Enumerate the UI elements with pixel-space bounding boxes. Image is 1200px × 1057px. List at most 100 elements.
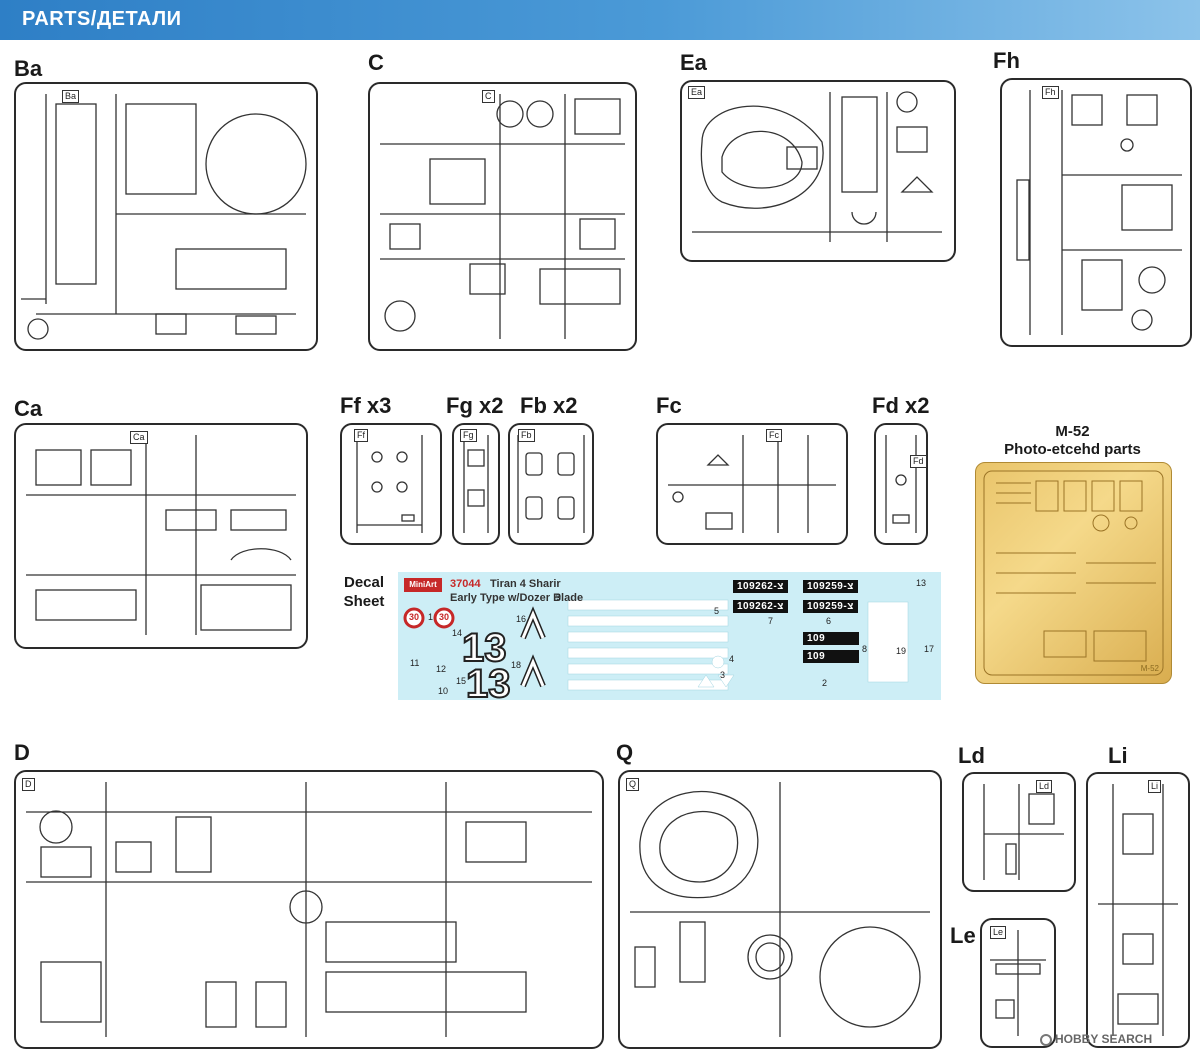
sprue-id-tag: D	[22, 778, 35, 791]
label-sprue-d: D	[14, 740, 30, 765]
label-sprue-fd: Fd x2	[872, 393, 930, 418]
watermark-logo-icon	[1040, 1034, 1052, 1046]
sprue-id-tag: Ff	[354, 429, 368, 442]
label-sprue-fc: Fc	[656, 393, 682, 418]
sprue-ld: Ld	[962, 772, 1076, 892]
watermark-text: HOBBY SEARCH	[1055, 1032, 1153, 1046]
sprue-parts-drawing	[26, 435, 296, 635]
decal-kit-number: 37044	[450, 578, 481, 590]
label-sprue-fb: Fb x2	[520, 393, 578, 418]
decal-number: 18	[511, 660, 522, 670]
decal-roundel-value: 30	[439, 612, 450, 622]
sprue-c: C	[368, 82, 637, 351]
label-sprue-ff: Ff x3	[340, 393, 392, 418]
sprue-id-tag: C	[482, 90, 495, 103]
decal-plate: 109262-צ	[733, 580, 788, 593]
decal-roundel-value: 30	[409, 612, 420, 622]
sprue-id-tag: Q	[626, 778, 640, 791]
sprue-parts-drawing	[21, 94, 307, 340]
sprue-id-tag: Li	[1148, 780, 1162, 793]
sprue-parts-drawing	[517, 435, 585, 533]
photo-etch-caption: Photo-etcehd parts	[1004, 441, 1141, 458]
sprue-ca: Ca	[14, 423, 308, 649]
decal-kit-name-line2: Early Type w/Dozer Blade	[450, 592, 584, 604]
sprue-id-tag: Fb	[518, 429, 535, 442]
photo-etch-title: M-52 Photo-etcehd parts	[975, 423, 1170, 459]
sprue-fc: Fc	[656, 423, 848, 545]
decal-number: 9	[556, 592, 562, 602]
sprue-parts-drawing	[990, 930, 1046, 1036]
decal-number: 3	[720, 670, 726, 680]
decal-markings-drawing	[403, 599, 909, 691]
sprue-parts-drawing	[983, 784, 1064, 880]
decal-sheet-label: Decal Sheet	[343, 574, 385, 610]
sprue-id-tag: Ld	[1036, 780, 1053, 793]
decal-big-number: 13	[461, 626, 507, 670]
label-sprue-li: Li	[1108, 743, 1128, 768]
photo-etch-drawing	[983, 470, 1164, 676]
decal-plate: 109259-צ	[803, 580, 858, 593]
sprue-id-tag: Ea	[688, 86, 706, 99]
label-sprue-ld: Ld	[958, 743, 985, 768]
decal-plate: 109	[803, 632, 859, 645]
sprue-id-tag: Le	[990, 926, 1007, 939]
label-sprue-fh: Fh	[993, 48, 1020, 73]
decal-number: 10	[438, 686, 449, 696]
sprue-fh: Fh	[1000, 78, 1192, 347]
decal-brand-logo: MiniArt	[404, 578, 442, 592]
sprue-id-tag: Fc	[766, 429, 782, 442]
sprue-parts-drawing	[668, 435, 836, 533]
decal-number: 5	[714, 606, 720, 616]
sprue-q: Q	[618, 770, 942, 1049]
decal-sheet: MiniArt 37044 Tiran 4 Sharir Early Type …	[398, 572, 941, 705]
sprue-ea: Ea	[680, 80, 956, 262]
label-sprue-ba: Ba	[14, 56, 43, 81]
decal-number: 17	[924, 644, 935, 654]
sprue-parts-drawing	[885, 435, 917, 533]
page-title: PARTS/ДЕТАЛИ	[22, 8, 182, 30]
photo-etch-fret: M-52	[975, 462, 1172, 684]
sprue-d: D	[14, 770, 604, 1049]
sprue-id-tag: Fd	[910, 455, 927, 468]
sprue-fg: Fg	[452, 423, 500, 545]
photo-etch-code: M-52	[1055, 423, 1090, 440]
sprue-li: Li	[1086, 772, 1190, 1048]
decal-number: 4	[729, 654, 735, 664]
decal-plate: 109259-צ	[803, 600, 858, 613]
decal-big-number: 13	[465, 662, 511, 706]
decal-number: 2	[822, 678, 828, 688]
sprue-id-tag: Ba	[62, 90, 80, 103]
decal-number: 12	[436, 664, 447, 674]
sprue-parts-drawing	[463, 435, 489, 533]
header-bar: PARTS/ДЕТАЛИ	[0, 0, 1200, 40]
sprue-ba: Ba	[14, 82, 318, 351]
decal-plate: 109	[803, 650, 859, 663]
sprue-id-tag: Fh	[1042, 86, 1059, 99]
sprue-parts-drawing	[692, 91, 942, 242]
watermark: HOBBY SEARCH	[1040, 1032, 1152, 1046]
photo-etch-mark: M-52	[1140, 664, 1159, 673]
decal-number: 1	[428, 612, 434, 622]
sprue-parts-drawing	[1016, 90, 1182, 335]
sprue-parts-drawing	[356, 435, 423, 533]
decal-number: 14	[452, 628, 463, 638]
label-sprue-fg: Fg x2	[446, 393, 504, 418]
decal-number: 8	[862, 644, 868, 654]
sprue-parts-drawing	[380, 94, 625, 339]
sprue-parts-drawing	[630, 782, 930, 1037]
sprue-fd: Fd	[874, 423, 928, 545]
sprue-ff: Ff	[340, 423, 442, 545]
sprue-id-tag: Fg	[460, 429, 477, 442]
sprue-parts-drawing	[26, 782, 592, 1037]
decal-number: 16	[516, 614, 527, 624]
label-sprue-c: C	[368, 50, 384, 75]
decal-plate: 109262-צ	[733, 600, 788, 613]
sprue-le: Le	[980, 918, 1056, 1048]
label-sprue-le: Le	[950, 923, 976, 948]
label-sprue-ea: Ea	[680, 50, 707, 75]
decal-number: 13	[916, 578, 927, 588]
sprue-id-tag: Ca	[130, 431, 148, 444]
sprue-parts-drawing	[1098, 784, 1178, 1036]
decal-number: 15	[456, 676, 467, 686]
label-sprue-ca: Ca	[14, 396, 43, 421]
